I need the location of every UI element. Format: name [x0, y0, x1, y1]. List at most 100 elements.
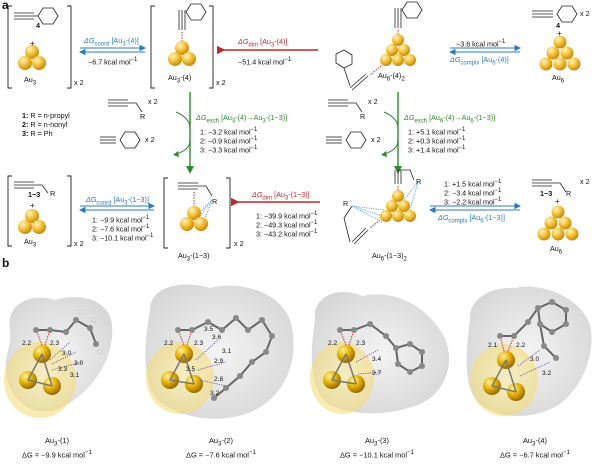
- middle-left-ligands: [100, 99, 143, 149]
- bot-arrow3-v3: 3: −2.2 kcal mol−1: [444, 197, 502, 207]
- bot-sp2-mult: x 2: [234, 239, 244, 248]
- panel-label-a: a: [2, 0, 9, 12]
- top-sp1-ligand-num: 4: [36, 21, 40, 30]
- top-arrow-complx: [448, 44, 522, 56]
- bot-sp1-ligand-num: 1−3: [28, 190, 41, 199]
- top-species-4: [532, 5, 581, 71]
- top-sp2-name: Au3-(4): [168, 73, 192, 85]
- top-sp4-name: Au6: [552, 73, 565, 85]
- bottom-species-2: [163, 177, 231, 249]
- structure-au3-4: [466, 286, 592, 416]
- s2-dist-9: 3.2: [210, 390, 220, 397]
- top-sp4-mult: x 2: [580, 9, 590, 18]
- caption-au3-1: Au3-(1) ΔG = −9.9 kcal mol−1: [22, 436, 92, 460]
- bot-sp4-R: R: [566, 189, 572, 198]
- mid-left-exch-v2: 2: −0.9 kcal mol−1: [200, 136, 258, 146]
- bot-sp1-R: R: [50, 189, 56, 198]
- structure-au3-1: [4, 297, 113, 418]
- s2-dist-4: 3.6: [212, 334, 222, 341]
- caption-au3-2: Au3-(2) ΔG = −7.6 kcal mol−1: [186, 436, 256, 460]
- mid-left-mult-bot: x 2: [145, 135, 155, 144]
- bottom-arrow-complx: [428, 202, 522, 214]
- s1-dist-6: 3.3: [58, 366, 68, 373]
- middle-left-exch-arrow: [173, 92, 194, 174]
- s2-dist-7: 3.5: [186, 366, 196, 373]
- structure-au3-3: [310, 291, 450, 414]
- mid-left-R: R: [140, 112, 146, 121]
- bot-arrow2-v2: 2: −49.3 kcal mol−1: [256, 220, 318, 230]
- mid-right-R: R: [360, 112, 366, 121]
- top-arrow2-value: −51.4 kcal mol−1: [238, 57, 292, 67]
- s1-dist-5: 3.1: [70, 372, 80, 379]
- bot-arrow2-v1: 1: −39.9 kcal mol−1: [256, 211, 318, 221]
- bot-sp4-charge: +: [555, 197, 560, 206]
- s3-dist-2: 2.3: [356, 340, 366, 347]
- bot-sp3-name: Au6-(1−3)2: [372, 251, 407, 263]
- s4-dist-4: 3.2: [542, 370, 552, 377]
- mid-right-mult-top: x 2: [368, 97, 378, 106]
- legend-item-1: 1: R = n-propyl: [22, 111, 70, 120]
- bottom-species-3: [343, 169, 419, 245]
- bot-arrow3-v1: 1: +1.5 kcal mol−1: [444, 179, 502, 189]
- bot-sp2-R: R: [212, 197, 218, 206]
- mid-right-exch-v1: 1: +5.1 kcal mol−1: [408, 127, 466, 137]
- caption-au3-3: Au3-(3) ΔG = −10.1 kcal mol−1: [340, 436, 414, 460]
- mid-left-exch-label: ΔGexch [Au3-(4)→Au3-(1−3)]: [196, 113, 288, 125]
- bottom-species-4: [532, 179, 579, 241]
- top-sp4-charge: +: [557, 29, 562, 38]
- top-arrow3-label: ΔGcomplx [Au6-(4)]: [450, 55, 509, 67]
- s3-dist-4: 3.7: [372, 370, 382, 377]
- top-sp2-mult: x 2: [216, 78, 226, 87]
- bot-sp1-charge: +: [30, 201, 35, 210]
- bot-arrow2-v3: 3: −43.2 kcal mol−1: [256, 229, 318, 239]
- s1-dist-4: 3.0: [74, 360, 84, 367]
- bot-sp4-ligand-num: 1−3: [540, 189, 553, 198]
- legend-item-2: 2: R = n-nonyl: [22, 120, 68, 129]
- panel-label-b: b: [2, 256, 10, 270]
- bot-sp4-name: Au6: [550, 244, 563, 256]
- s3-dist-3: 3.4: [372, 356, 382, 363]
- top-arrow-coord: [78, 44, 147, 56]
- bot-sp3-R2: R: [343, 199, 349, 208]
- top-sp4-ligand-num: 4: [556, 21, 560, 30]
- bot-arrow1-v1: 1: −9.9 kcal mol−1: [92, 215, 150, 225]
- s1-dist-1: 2.2: [22, 340, 32, 347]
- middle-right-ligands: [326, 99, 367, 149]
- bot-arrow3-v2: 2: −3.4 kcal mol−1: [444, 188, 502, 198]
- top-species-1: [7, 5, 72, 89]
- mid-right-exch-v3: 3: +1.4 kcal mol−1: [408, 145, 466, 155]
- top-sp1-charge: +: [30, 39, 35, 48]
- s2-dist-8: 2.8: [214, 376, 224, 383]
- bot-sp1-name: Au3: [24, 237, 37, 249]
- top-sp3-name: Au6-(4)2: [378, 71, 405, 83]
- bot-arrow1-v3: 3: −10.1 kcal mol−1: [92, 233, 154, 243]
- bottom-species-1: [7, 175, 72, 247]
- mid-right-mult-bot: x 2: [371, 135, 381, 144]
- bottom-arrow-coord: [78, 202, 156, 214]
- middle-right-exch-arrow: [381, 92, 402, 174]
- bot-arrow1-label: ΔGcoord [Au3-(1−3)]: [86, 195, 149, 207]
- s4-dist-3: 3.0: [530, 356, 540, 363]
- structure-au3-2: [145, 284, 294, 419]
- mid-left-mult-top: x 2: [148, 97, 158, 106]
- top-sp1-mult: x 2: [74, 78, 84, 87]
- top-species-3: [335, 1, 423, 91]
- bot-sp3-R1: R: [416, 177, 422, 186]
- s4-dist-2: 2.2: [516, 342, 526, 349]
- s2-dist-6: 2.9: [214, 358, 224, 365]
- bot-sp1-mult: x 2: [74, 239, 84, 248]
- top-arrow3-value: −3.6 kcal mol−1: [456, 39, 506, 49]
- mid-right-exch-v2: 2: +0.3 kcal mol−1: [408, 136, 466, 146]
- s1-dist-3: 3.0: [62, 350, 72, 357]
- s4-dist-1: 2.1: [488, 342, 498, 349]
- s3-dist-1: 2.2: [328, 340, 338, 347]
- top-sp1-name: Au3: [24, 75, 37, 87]
- mid-right-exch-label: ΔGexch [Au6-(4)→Au6-(1−3)]: [404, 113, 496, 125]
- bot-arrow2-label: ΔGdim [Au3-(1−3)]: [252, 190, 310, 202]
- top-arrow1-value: −6.7 kcal mol−1: [88, 57, 138, 67]
- bot-sp4-mult: x 2: [580, 177, 590, 186]
- top-species-2: [150, 3, 214, 89]
- s2-dist-1: 2.2: [164, 340, 174, 347]
- bot-arrow3-label: ΔGcomplx [Au6-(1−3)]: [438, 213, 505, 225]
